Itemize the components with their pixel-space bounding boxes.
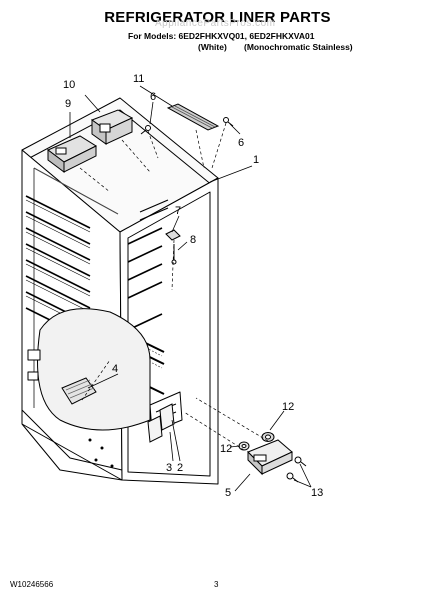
part-12-grommets <box>238 432 275 451</box>
models-line: For Models: 6ED2FHKXVQ01, 6ED2FHKXVA01 <box>128 31 315 41</box>
callout-4: 4 <box>112 363 118 375</box>
part-5-light-assembly <box>247 439 293 476</box>
callout-13: 13 <box>311 487 323 499</box>
callout-3: 3 <box>166 462 172 474</box>
callout-1: 1 <box>253 154 259 166</box>
callout-12-top: 12 <box>282 401 294 413</box>
callout-7: 7 <box>175 205 181 217</box>
part-2-3-brackets <box>147 403 175 443</box>
callout-8: 8 <box>190 234 196 246</box>
assembly-dashed-lines <box>79 122 269 451</box>
variant-monochromatic: (Monochromatic Stainless) <box>244 42 353 52</box>
variant-white: (White) <box>198 42 227 52</box>
callout-11: 11 <box>133 73 144 85</box>
part-10-light-housing <box>90 109 134 145</box>
watermark: AppliancePartsPros.com <box>155 18 276 29</box>
part-9-control-housing <box>47 135 98 173</box>
document-id: W10246566 <box>10 580 54 589</box>
part-4-crisper-cover <box>61 377 97 405</box>
callout-2: 2 <box>177 462 183 474</box>
callout-6-top: 6 <box>150 91 156 103</box>
callout-leaders <box>69 85 312 492</box>
callout-6-right: 6 <box>238 137 244 149</box>
callout-5: 5 <box>225 487 231 499</box>
part-13-screws <box>286 456 307 483</box>
callout-9: 9 <box>65 98 71 110</box>
callout-12-bottom: 12 <box>220 443 232 455</box>
callout-10: 10 <box>63 79 75 91</box>
part-11-air-filter <box>166 103 220 131</box>
callout-numbers: 10 9 11 6 6 1 7 8 4 3 2 12 12 5 13 <box>63 73 323 499</box>
page-number: 3 <box>214 580 219 589</box>
refrigerator-liner <box>21 97 219 485</box>
page-title: REFRIGERATOR LINER PARTS <box>104 9 331 26</box>
part-7-8-fasteners <box>165 229 181 265</box>
